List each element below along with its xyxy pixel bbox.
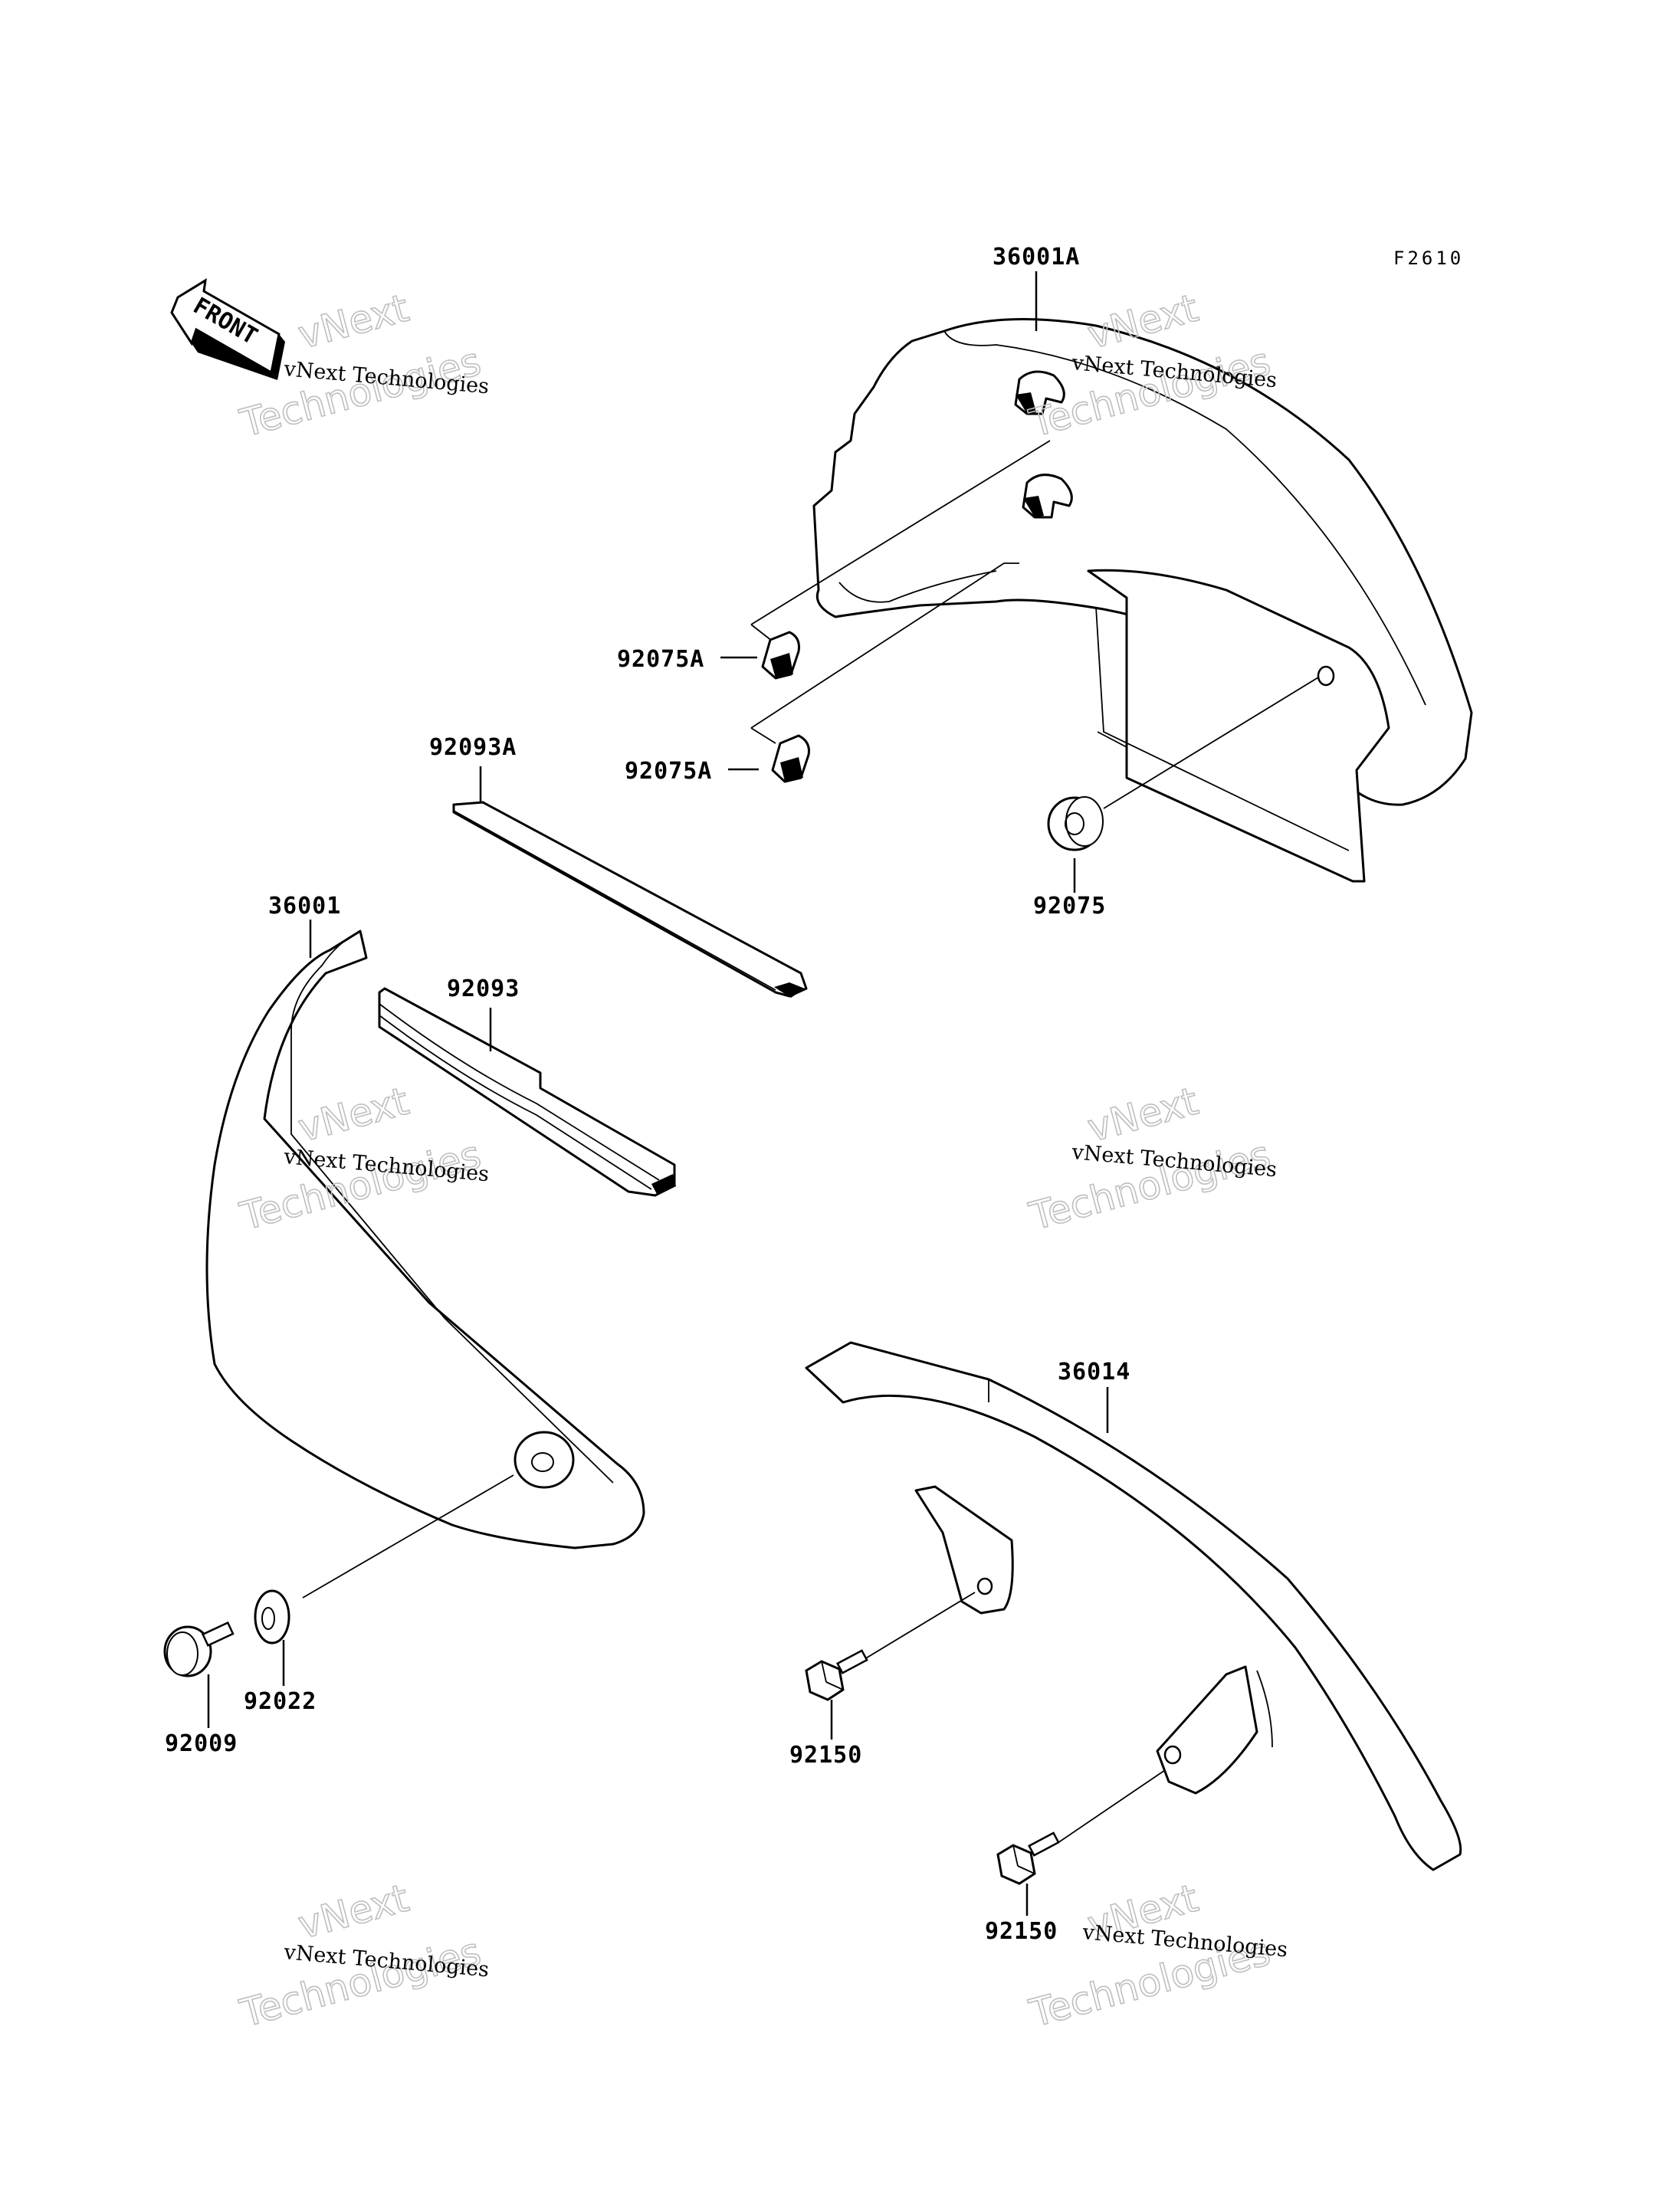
bolt-92150-left: [805, 1649, 868, 1701]
label-92150-left: 92150: [789, 1742, 862, 1769]
watermark-6: vNext Technologies vNext Technologies: [1024, 1875, 1288, 2037]
label-92075A-bottom: 92075A: [625, 758, 712, 785]
cover-36001: [205, 930, 645, 1549]
label-92009: 92009: [165, 1730, 238, 1757]
strip-92093A: [452, 801, 808, 998]
label-92075: 92075: [1033, 893, 1106, 920]
label-36001A: 36001A: [993, 244, 1080, 271]
svg-text:vNext: vNext: [294, 286, 413, 358]
label-92075A-top: 92075A: [617, 646, 704, 673]
svg-text:vNext: vNext: [294, 1876, 413, 1948]
grommet-92075: [1047, 796, 1104, 851]
washer-92022: [254, 1589, 290, 1644]
svg-text:Technologies: Technologies: [235, 1929, 485, 2035]
chain-guard-36014: [805, 1341, 1462, 1871]
bolt-92009: [163, 1621, 235, 1677]
watermark-4: vNext Technologies vNext Technologies: [1024, 1078, 1278, 1240]
clip-92075A-top: [761, 631, 800, 680]
figure-code: F2610: [1393, 248, 1464, 269]
front-arrow-icon: FRONT: [170, 278, 285, 380]
label-92093A: 92093A: [429, 734, 517, 761]
label-36001: 36001: [268, 893, 341, 920]
svg-text:vNext: vNext: [1083, 1079, 1203, 1151]
svg-text:vNext: vNext: [294, 1079, 413, 1151]
label-36014: 36014: [1058, 1359, 1130, 1385]
label-92093: 92093: [447, 976, 520, 1002]
watermark-5: vNext Technologies vNext Technologies: [235, 1875, 490, 2037]
label-92150-right: 92150: [985, 1918, 1058, 1945]
strip-92093: [378, 987, 676, 1197]
clip-92075A-bottom: [771, 734, 810, 783]
label-92022: 92022: [244, 1688, 317, 1715]
bolt-92150-right: [996, 1831, 1060, 1885]
